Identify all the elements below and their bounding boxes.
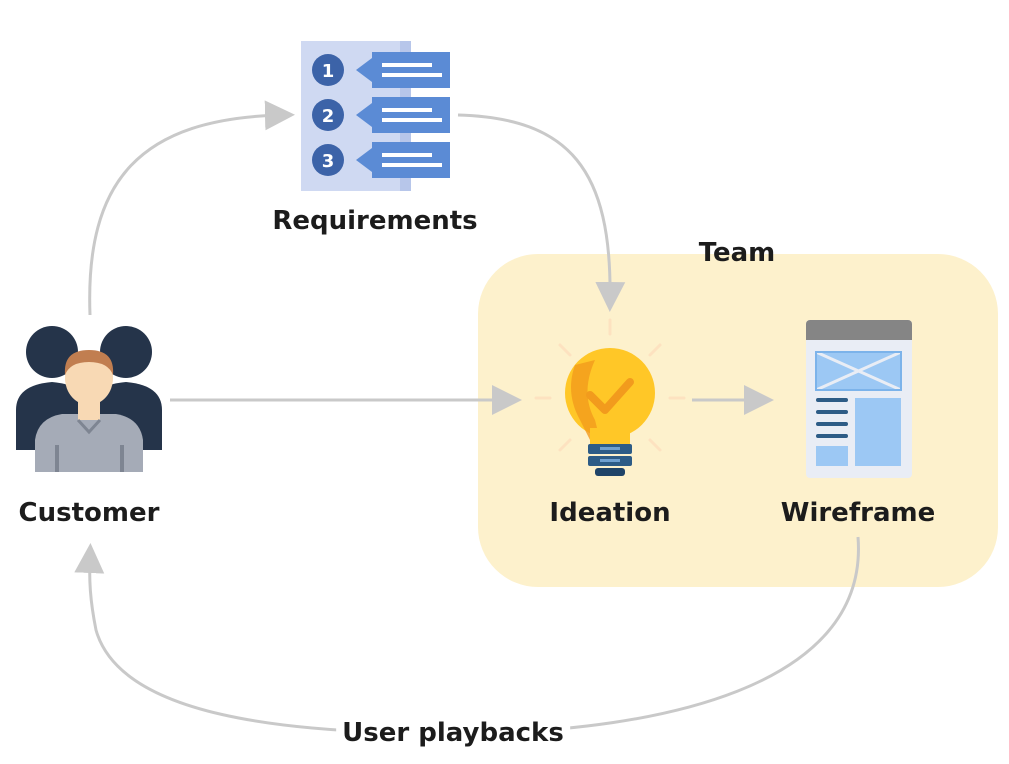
list-row-3: 3 bbox=[312, 142, 450, 178]
arrow-requirements-to-ideation bbox=[457, 113, 626, 312]
wireframe-icon bbox=[806, 320, 912, 478]
team-group bbox=[478, 254, 998, 587]
lightbulb-icon bbox=[534, 318, 686, 476]
team-label: Team bbox=[698, 238, 776, 268]
list-number-2: 2 bbox=[322, 106, 335, 127]
customer-label: Customer bbox=[18, 498, 160, 528]
user-playbacks-label: User playbacks bbox=[336, 720, 570, 746]
list-number-1: 1 bbox=[322, 61, 335, 82]
ideation-label: Ideation bbox=[549, 498, 671, 528]
list-number-3: 3 bbox=[322, 151, 335, 172]
wireframe-label: Wireframe bbox=[780, 498, 936, 528]
list-row-2: 2 bbox=[312, 97, 450, 133]
requirements-label: Requirements bbox=[272, 206, 478, 236]
list-row-1: 1 bbox=[312, 52, 450, 88]
arrow-customer-to-requirements bbox=[88, 100, 295, 316]
requirements-icon: 1 2 3 bbox=[301, 41, 450, 191]
customer-icon bbox=[16, 326, 162, 472]
